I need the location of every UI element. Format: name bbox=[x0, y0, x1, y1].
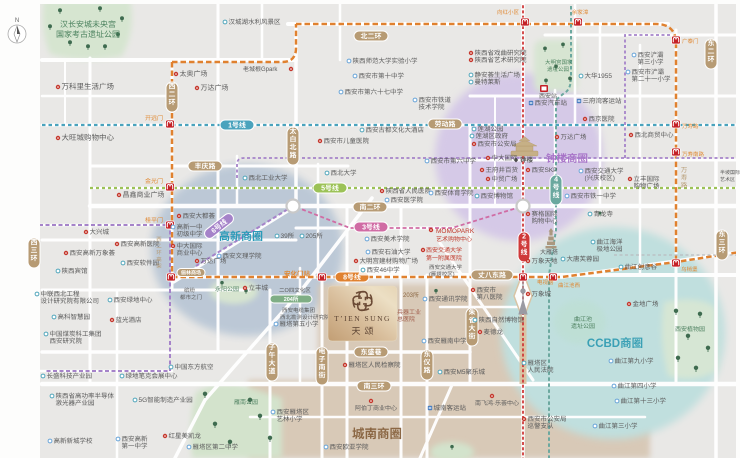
svg-text:T’IEN SUNG: T’IEN SUNG bbox=[334, 314, 391, 323]
svg-text:CCBD: CCBD bbox=[587, 338, 620, 350]
svg-text:(: ( bbox=[429, 272, 431, 278]
svg-text:N: N bbox=[15, 18, 19, 24]
svg-text:·: · bbox=[493, 401, 495, 407]
svg-text:8: 8 bbox=[343, 275, 347, 282]
svg-text:2: 2 bbox=[522, 234, 526, 241]
svg-text:MOMOPARK: MOMOPARK bbox=[436, 228, 475, 235]
svg-text:(: ( bbox=[585, 175, 588, 182]
svg-text:1: 1 bbox=[228, 123, 232, 130]
svg-text:SKP: SKP bbox=[545, 167, 558, 174]
svg-text:): ) bbox=[453, 272, 455, 278]
svg-text:46: 46 bbox=[380, 267, 388, 274]
svg-text:3: 3 bbox=[362, 225, 366, 232]
svg-text:5G: 5G bbox=[139, 397, 148, 404]
svg-text:203: 203 bbox=[403, 293, 414, 299]
svg-text:M5: M5 bbox=[457, 369, 466, 376]
svg-text:6: 6 bbox=[210, 227, 217, 235]
svg-text:O: O bbox=[285, 288, 290, 294]
svg-text:4: 4 bbox=[554, 177, 558, 184]
svg-text:204: 204 bbox=[284, 297, 294, 303]
svg-text:1955: 1955 bbox=[598, 73, 613, 80]
svg-text:205: 205 bbox=[306, 233, 317, 240]
svg-text:): ) bbox=[613, 175, 615, 182]
svg-text:39: 39 bbox=[281, 233, 289, 240]
svg-text:5: 5 bbox=[321, 186, 325, 193]
svg-text:Gpark: Gpark bbox=[261, 67, 278, 73]
